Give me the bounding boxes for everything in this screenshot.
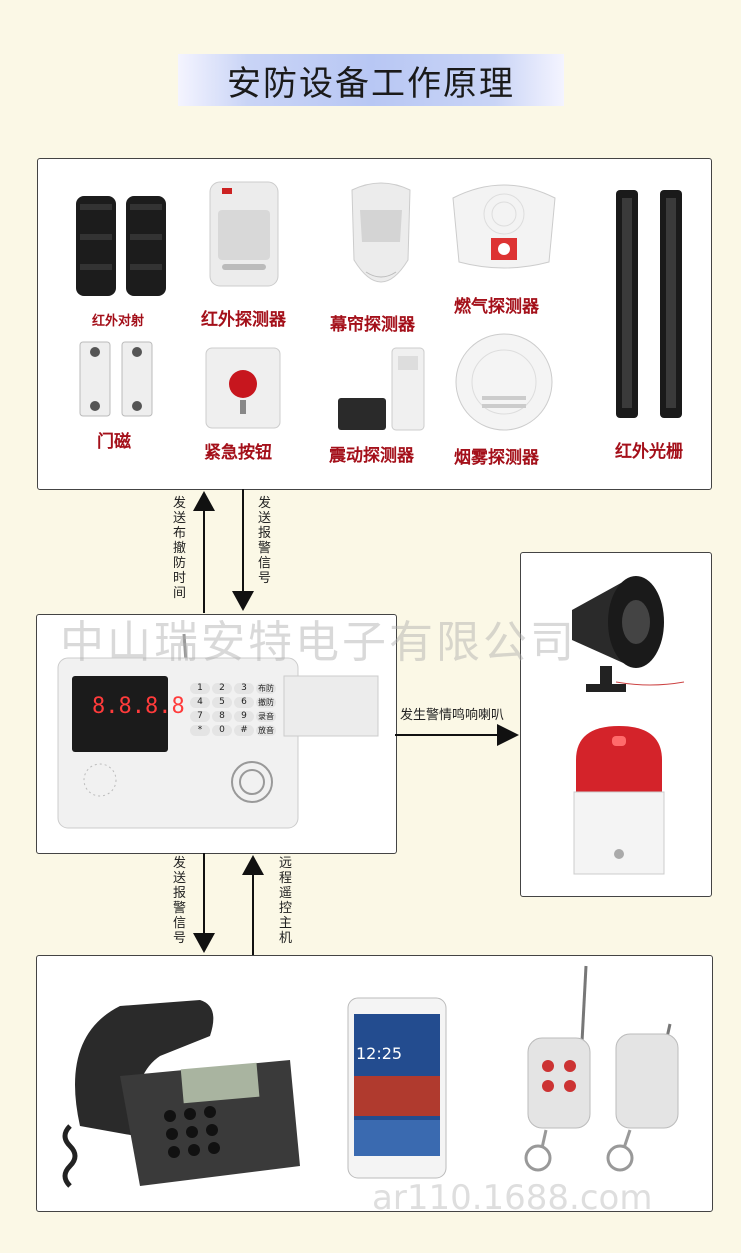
key[interactable]: 6: [234, 697, 254, 708]
key[interactable]: 录音: [256, 711, 276, 722]
label-infrared-beam: 红外对射: [92, 314, 145, 329]
remote-controls-image: [524, 965, 679, 1172]
key[interactable]: 2: [212, 683, 232, 694]
emergency-button-image: [205, 347, 281, 429]
infrared-detector-image: [209, 181, 279, 287]
key[interactable]: 0: [212, 725, 232, 736]
key[interactable]: 布防: [256, 683, 276, 694]
label-infrared-grating: 红外光栅: [615, 442, 683, 462]
vibration-detector-image: [338, 347, 425, 431]
title-banner: 安防设备工作原理: [178, 54, 564, 106]
label-vibration-detector: 震动探测器: [329, 446, 414, 466]
key[interactable]: 撤防: [256, 697, 276, 708]
label-gas-detector: 燃气探测器: [454, 297, 539, 317]
host-keypad: 1 2 3 布防 4 5 6 撤防 7 8 9 录音 * 0 # 放音: [190, 683, 276, 736]
watermark-url: ar110.1688.com: [372, 1178, 653, 1218]
infrared-beam-image: [76, 196, 166, 296]
page-title: 安防设备工作原理: [227, 63, 515, 104]
key[interactable]: 5: [212, 697, 232, 708]
text-remote-control: 远程遥控主机: [278, 856, 292, 946]
curtain-detector-image: [351, 182, 411, 283]
door-magnet-image: [79, 341, 153, 417]
key[interactable]: 9: [234, 711, 254, 722]
gas-detector-image: [452, 184, 556, 269]
phone-clock: 12:25: [356, 1044, 403, 1063]
key[interactable]: #: [234, 725, 254, 736]
arrow-down-to-host: [232, 489, 254, 611]
host-display: 8.8.8.8: [92, 694, 185, 719]
smoke-detector-image: [455, 333, 553, 431]
watermark: 中山瑞安特电子有限公司: [60, 617, 577, 668]
label-smoke-detector: 烟雾探测器: [454, 448, 539, 468]
desk-phone-image: [62, 1000, 300, 1188]
text-alarm-horn: 发生警情鸣响喇叭: [400, 708, 505, 723]
strobe-siren-image: [573, 726, 665, 875]
label-door-magnet: 门磁: [97, 432, 131, 452]
text-arm-time: 发送布撤防时间: [172, 496, 186, 601]
arrow-up-to-host: [242, 855, 264, 955]
key[interactable]: 放音: [256, 725, 276, 736]
arrow-right-to-siren: [395, 724, 519, 746]
key[interactable]: *: [190, 725, 210, 736]
text-alarm-signal: 发送报警信号: [257, 496, 271, 586]
arrow-up-to-sensors: [193, 491, 215, 613]
key[interactable]: 3: [234, 683, 254, 694]
arrow-down-to-bottom: [193, 853, 215, 953]
key[interactable]: 7: [190, 711, 210, 722]
key[interactable]: 8: [212, 711, 232, 722]
horn-speaker-image: [572, 576, 685, 692]
smartphone-image: [347, 997, 447, 1179]
label-emergency-button: 紧急按钮: [204, 443, 272, 463]
label-curtain-detector: 幕帘探测器: [330, 315, 415, 335]
text-alarm-signal-2: 发送报警信号: [172, 856, 186, 946]
key[interactable]: 4: [190, 697, 210, 708]
label-infrared-detector: 红外探测器: [201, 310, 286, 330]
key[interactable]: 1: [190, 683, 210, 694]
infrared-grating-image: [616, 190, 682, 418]
